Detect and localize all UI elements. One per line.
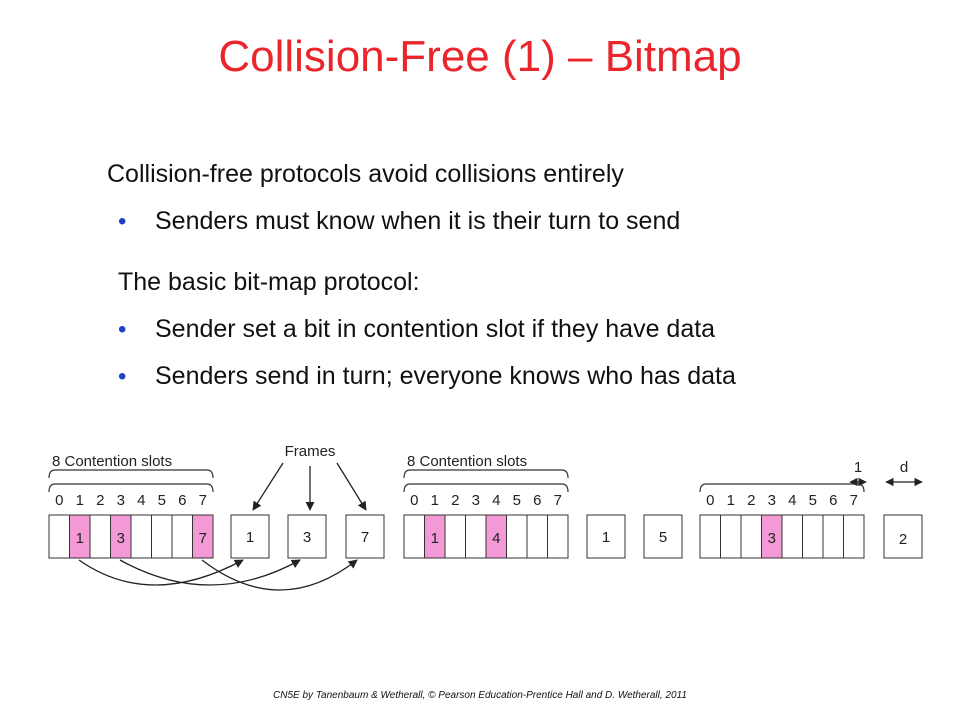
intro-text: Collision-free protocols avoid collision… [107,160,624,188]
contention-slot [506,514,528,559]
frame-label: 1 [246,529,254,546]
slot-number: 6 [829,492,837,509]
contention-slot [171,514,193,559]
contention-slots-label: 8 Contention slots [407,453,527,470]
bullet-marker: • [118,316,127,343]
slot-width-label: 1 [854,459,862,476]
slot-number: 1 [431,492,439,509]
frame-label: 7 [361,529,369,546]
slot-number: 3 [768,492,776,509]
slot-number: 5 [158,492,166,509]
contention-slot [720,514,742,559]
frame-box [345,514,385,559]
slot-number: 3 [472,492,480,509]
slot-number: 0 [706,492,714,509]
contention-slot [465,514,487,559]
slot-number: 0 [410,492,418,509]
contention-slot [130,514,152,559]
bullet-marker: • [118,363,127,390]
slide-title: Collision-Free (1) – Bitmap [218,32,742,81]
slot-number: 7 [554,492,562,509]
contention-slot [822,514,844,559]
bullet-set-bit: Sender set a bit in contention slot if t… [155,315,716,343]
slot-number: 4 [137,492,145,509]
mapping-arrow [78,559,244,586]
slot-bit-label: 7 [199,530,207,547]
frame-box [883,514,923,559]
slot-bit-label: 1 [431,530,439,547]
slot-bit-label: 4 [492,530,500,547]
slot-bit-label: 1 [76,530,84,547]
frame-width-label: d [900,459,908,476]
frame-arrow [252,462,284,511]
bracket [48,483,214,493]
contention-slot [444,514,466,559]
contention-slot [843,514,865,559]
slot-number: 1 [76,492,84,509]
slot-number: 0 [55,492,63,509]
frames-label: Frames [285,443,336,460]
frame-label: 3 [303,529,311,546]
contention-slot [48,514,70,559]
contention-slot [802,514,824,559]
slot-number: 5 [513,492,521,509]
contention-slot [547,514,569,559]
frame-box [287,514,327,559]
frame-label: 1 [602,529,610,546]
slot-number: 5 [809,492,817,509]
slot-number: 2 [96,492,104,509]
frame-label: 2 [899,531,907,548]
frame-label: 5 [659,529,667,546]
slot-number: 7 [850,492,858,509]
bullet-turn-to-send: Senders must know when it is their turn … [155,207,681,235]
contention-slot [151,514,173,559]
frame-arrow [336,462,367,511]
contention-slot [699,514,721,559]
slot-number: 6 [533,492,541,509]
slot-number: 6 [178,492,186,509]
contention-slot [526,514,548,559]
bullet-marker: • [118,208,127,235]
frame-box [230,514,270,559]
slot-bit-label: 3 [117,530,125,547]
bracket [403,483,569,493]
contention-slot [403,514,425,559]
contention-slot [740,514,762,559]
contention-slots-label: 8 Contention slots [52,453,172,470]
subheading-text: The basic bit-map protocol: [118,268,420,296]
slot-number: 1 [727,492,735,509]
slot-bit-label: 3 [768,530,776,547]
bracket [403,469,569,479]
footer-credit: CN5E by Tanenbaum & Wetherall, © Pearson… [273,690,687,701]
contention-slot [192,514,214,559]
slot-number: 3 [117,492,125,509]
slot-number: 4 [492,492,500,509]
bullet-send-in-turn: Senders send in turn; everyone knows who… [155,362,736,390]
contention-slot [89,514,111,559]
contention-slot [781,514,803,559]
slot-number: 2 [451,492,459,509]
bracket [48,469,214,479]
frame-box [643,514,683,559]
mapping-arrow [119,559,301,586]
bracket [699,483,865,493]
slot-number: 4 [788,492,796,509]
frame-box [586,514,626,559]
slot-number: 7 [199,492,207,509]
mapping-arrow [201,559,358,591]
slot-number: 2 [747,492,755,509]
